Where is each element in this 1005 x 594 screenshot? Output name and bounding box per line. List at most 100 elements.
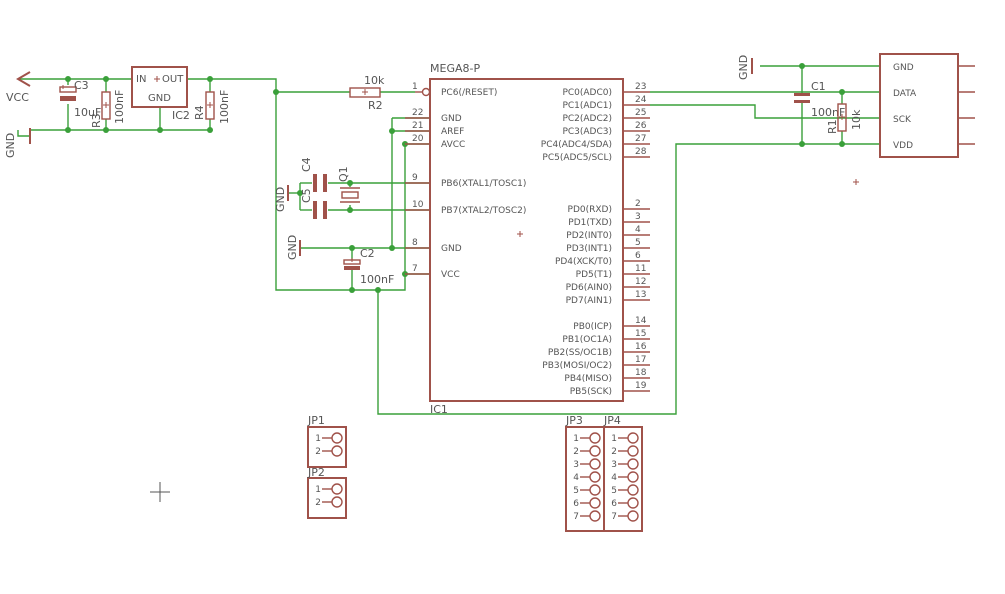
pin-name: PC1(ADC1) (562, 101, 612, 111)
pin-number: 18 (635, 368, 647, 378)
pin-name: PB6(XTAL1/TOSC1) (441, 179, 526, 189)
gnd-label: GND (286, 235, 299, 260)
junction (103, 127, 109, 133)
pin-number: 1 (412, 82, 418, 92)
junction (273, 89, 279, 95)
ic2-in: IN (136, 74, 146, 85)
pin-name: PB3(MOSI/OC2) (542, 361, 612, 371)
pin-number: 9 (412, 173, 418, 183)
r4-name: R4 (193, 105, 206, 120)
pin-number: 15 (635, 329, 646, 339)
pin-number: 2 (315, 447, 321, 457)
junction (389, 128, 395, 134)
jp4-name: JP4 (603, 414, 621, 427)
pin-number: 4 (573, 473, 579, 483)
junction (297, 190, 303, 196)
pin-name: GND (893, 63, 914, 73)
pin-socket (589, 445, 601, 457)
junction (347, 207, 353, 213)
pin-number: 7 (412, 264, 418, 274)
gnd-symbol-sensor: GND (737, 55, 753, 80)
pin-name: PC5(ADC5/SCL) (542, 153, 612, 163)
crystal-q1: Q1 (337, 166, 360, 203)
gnd-symbol-crystal: GND (274, 185, 289, 212)
junction (157, 127, 163, 133)
pin-number: 28 (635, 147, 647, 157)
pin-name: PD7(AIN1) (566, 296, 612, 306)
pin-number: 7 (611, 512, 617, 522)
pin-number: 7 (573, 512, 579, 522)
c1-value: 100nF (811, 106, 845, 119)
crosshair-cursor-icon (150, 482, 170, 502)
jp3-name: JP3 (565, 414, 583, 427)
pin-number: 17 (635, 355, 646, 365)
r1-value: 10k (850, 109, 863, 130)
pin-socket (589, 510, 601, 522)
junction (349, 287, 355, 293)
pin-name: GND (441, 244, 462, 254)
r4-value: 100nF (218, 90, 231, 124)
q1-name: Q1 (337, 166, 350, 182)
gnd-symbol-pin8: GND (286, 235, 301, 260)
ic2-gnd: GND (148, 93, 171, 104)
pin-number: 2 (611, 447, 617, 457)
pin-name: PD2(INT0) (566, 231, 612, 241)
junction (65, 127, 71, 133)
regulator-ic2: IN OUT GND IC2 (131, 66, 190, 122)
r2-name: R2 (368, 99, 383, 112)
capacitor-c1: C1 100nF (794, 80, 845, 119)
junction (65, 76, 71, 82)
pin-name: PC0(ADC0) (562, 88, 612, 98)
pin-socket (627, 445, 639, 457)
pin-number: 27 (635, 134, 646, 144)
pin-number: 2 (635, 199, 641, 209)
c2-value: 100nF (360, 273, 394, 286)
pin-name: SCK (893, 115, 912, 125)
pin-name: PD3(INT1) (566, 244, 612, 254)
pin-number: 5 (611, 486, 617, 496)
pin-number: 8 (412, 238, 418, 248)
pin-number: 5 (635, 238, 641, 248)
gnd-label: GND (4, 133, 17, 158)
pin-socket (627, 471, 639, 483)
pin-number: 25 (635, 108, 646, 118)
pin-number: 10 (412, 200, 424, 210)
junction (799, 141, 805, 147)
pin-name: PB7(XTAL2/TOSC2) (441, 206, 526, 216)
c1-name: C1 (811, 80, 826, 93)
r2-value: 10k (364, 74, 385, 87)
c5-name: C5 (300, 188, 313, 203)
c4-name: C4 (300, 157, 313, 172)
pin-number: 6 (635, 251, 641, 261)
pin-number: 2 (573, 447, 579, 457)
pin-number: 3 (635, 212, 641, 222)
ic1-left-pins: 1PC6(/RESET)22GND21AREF20AVCC9PB6(XTAL1/… (405, 82, 526, 280)
pin-number: 11 (635, 264, 646, 274)
pin-socket (331, 445, 343, 457)
c2-name: C2 (360, 247, 375, 260)
pin-name: PC6(/RESET) (441, 88, 497, 98)
pin-socket (627, 497, 639, 509)
gnd-label: GND (274, 187, 287, 212)
pin-number: 20 (412, 134, 424, 144)
pin-socket (331, 496, 343, 508)
junctions (65, 63, 845, 293)
pin-number: 1 (611, 434, 617, 444)
ic2-name: IC2 (172, 109, 190, 122)
pin-number: 12 (635, 277, 646, 287)
pin-socket (331, 432, 343, 444)
c3-value: 10uF (74, 106, 101, 119)
pin-name: PB1(OC1A) (562, 335, 612, 345)
pin-socket (627, 458, 639, 470)
pin-socket (589, 432, 601, 444)
pin-socket (627, 510, 639, 522)
pin-name: GND (441, 114, 462, 124)
pin-socket (331, 483, 343, 495)
pin-name: VCC (441, 270, 460, 280)
pin-socket (589, 497, 601, 509)
pin-name: PC4(ADC4/SDA) (541, 140, 612, 150)
